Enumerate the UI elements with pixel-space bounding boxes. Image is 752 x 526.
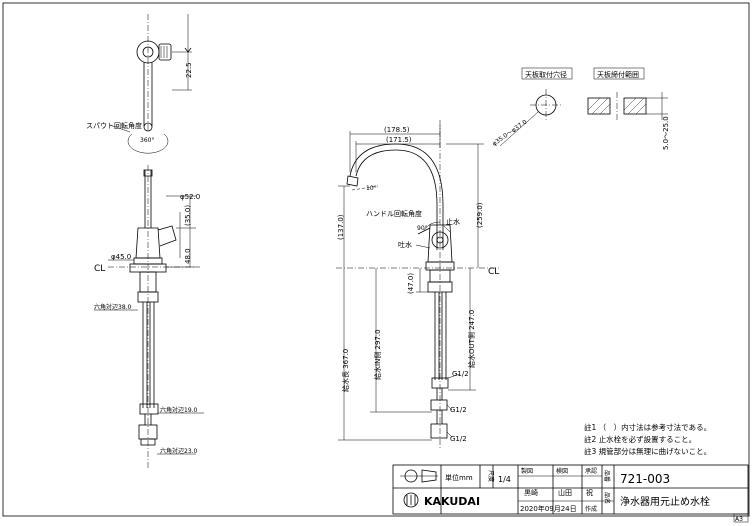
cl-label-right: CL <box>488 267 499 277</box>
dim-in-length: 給水IN側 297.0 <box>373 329 382 380</box>
note-1: 註1 （ ）内寸法は参考寸法である。 <box>584 422 711 432</box>
dim-total-length: 給水長 367.0 <box>341 349 350 392</box>
scale-label: 尺度 <box>487 470 495 482</box>
note-3: 註3 規管部分は無理に曲げないこと。 <box>584 446 711 456</box>
spout-rotation-label: スパウト回転角度 <box>86 121 142 130</box>
dim-out-length: 給水OUT側 247.0 <box>467 310 476 368</box>
top-view: 22.5 スパウト回転角度 360° <box>86 14 193 154</box>
dim-22-5: 22.5 <box>185 62 193 78</box>
product-number: 721-003 <box>620 472 670 486</box>
note-2: 註2 止水栓を必ず設置すること。 <box>584 434 696 444</box>
checked-label: 検図 <box>556 467 568 475</box>
product-name: 浄水器用元止め水栓 <box>620 495 710 508</box>
notes-block: 註1 （ ）内寸法は参考寸法である。 註2 止水栓を必ず設置すること。 註3 規… <box>584 422 711 456</box>
counter-thickness-detail: 天板締付範囲 5.0～25.0 <box>587 67 670 150</box>
dim-52: φ52.0 <box>180 193 200 201</box>
approved-by: 祝 <box>586 488 593 497</box>
counter-hole-title: 天板取付穴径 <box>525 70 567 79</box>
dim-48: 48.0 <box>184 248 192 264</box>
flow-label: 吐水 <box>398 240 412 249</box>
company-logo-text: KAKUDAI <box>424 495 480 508</box>
sheet-size: A3 <box>735 516 743 523</box>
dim-hole: φ35.0～φ37.0 <box>491 118 528 147</box>
stop-label: 止水 <box>446 217 460 226</box>
designed-label: 製図 <box>521 467 533 475</box>
dim-171-5: (171.5) <box>386 136 412 144</box>
dim-47: (47.0) <box>407 273 415 294</box>
product-number-label: 品番 <box>603 470 610 482</box>
dim-45: φ45.0 <box>111 253 131 261</box>
front-view: 10° 90° ハンドル回転角度 止水 吐水 CL <box>336 120 500 450</box>
handle-angle-label: 90° <box>417 225 428 232</box>
dim-35: (35.0) <box>184 205 192 226</box>
scale-value: 1/4 <box>498 475 511 484</box>
dim-hex-23: 六角対辺23.0 <box>160 447 198 455</box>
product-name-label: 品名 <box>603 492 611 504</box>
dim-hex-19: 六角対辺19.0 <box>160 406 198 414</box>
dim-hex-38: 六角対辺38.0 <box>94 303 132 311</box>
unit-label: 単位mm <box>445 473 473 482</box>
drawing-frame <box>2 2 750 517</box>
cl-label-left: CL <box>94 264 105 274</box>
spout-tilt-label: 10° <box>366 185 377 192</box>
date-label: 作成 <box>585 505 597 513</box>
g-half-in-1: G1/2 <box>450 406 467 414</box>
side-view: CL φ52.0 (35.0) 48.0 φ45.0 六角対辺38.0 六角対辺… <box>94 165 204 470</box>
dim-259: (259.0) <box>476 202 484 228</box>
counter-hole-detail: 天板取付穴径 φ35.0～φ37.0 <box>491 67 573 148</box>
checked-by: 山田 <box>558 488 572 497</box>
handle-rotation-label: ハンドル回転角度 <box>366 209 422 218</box>
g-half-out: G1/2 <box>452 370 469 378</box>
date-value: 2020年09月24日 <box>520 504 577 513</box>
title-block: KAKUDAI 単位mm 尺度 1/4 製図 検図 承認 黒崎 山田 祝 202… <box>392 464 749 523</box>
approved-label: 承認 <box>585 467 597 475</box>
dim-137: (137.0) <box>337 214 345 240</box>
g-half-in-2: G1/2 <box>450 435 467 443</box>
dim-178-5: (178.5) <box>384 126 410 134</box>
drawn-by: 黒崎 <box>524 488 538 497</box>
spout-angle-label: 360° <box>140 137 154 144</box>
counter-thickness-title: 天板締付範囲 <box>597 70 639 79</box>
dim-thickness: 5.0～25.0 <box>662 116 670 150</box>
